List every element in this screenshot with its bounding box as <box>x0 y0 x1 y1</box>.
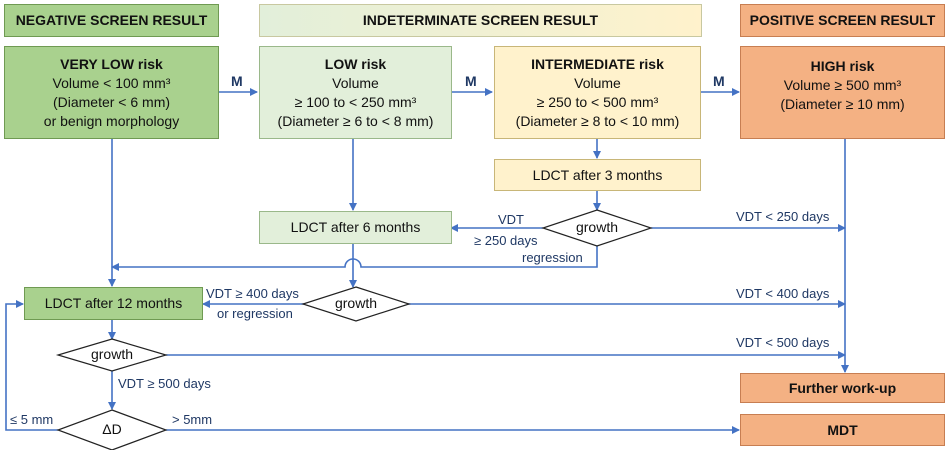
high-title: HIGH risk <box>810 58 875 74</box>
high-volume: Volume ≥ 500 mm³ <box>783 77 902 93</box>
intermediate-risk-box: INTERMEDIATE risk Volume ≥ 250 to < 500 … <box>494 46 701 139</box>
very-low-risk-box: VERY LOW risk Volume < 100 mm³ (Diameter… <box>4 46 219 139</box>
further-workup-box: Further work-up <box>740 373 945 403</box>
label-m3: M <box>713 73 725 89</box>
header-indeterminate: INDETERMINATE SCREEN RESULT <box>259 4 702 37</box>
header-positive-text: POSITIVE SCREEN RESULT <box>749 12 936 28</box>
ldct-6-months-box: LDCT after 6 months <box>259 211 452 244</box>
label-vdt-ge500: VDT ≥ 500 days <box>118 376 211 391</box>
further-workup-text: Further work-up <box>788 379 897 396</box>
mdt-box: MDT <box>740 414 945 446</box>
ldct-3-months-text: LDCT after 3 months <box>532 166 663 183</box>
label-m2: M <box>465 73 477 89</box>
ldct-12-months-text: LDCT after 12 months <box>44 295 183 311</box>
growth1-diamond <box>541 209 653 247</box>
ldct-6-months-text: LDCT after 6 months <box>290 219 421 235</box>
low-volume-range: ≥ 100 to < 250 mm³ <box>294 93 417 110</box>
intermediate-volume-range: ≥ 250 to < 500 mm³ <box>536 93 659 110</box>
arrow-deltad-to-ldct12 <box>5 300 58 431</box>
growth2-label: growth <box>334 295 378 311</box>
ldct-12-months-box: LDCT after 12 months <box>24 287 203 320</box>
ldct-3-months-box: LDCT after 3 months <box>494 159 701 191</box>
arrow-growth1-regression <box>111 246 598 271</box>
label-vdt-lt250: VDT < 250 days <box>736 209 830 224</box>
label-vdt-lt500: VDT < 500 days <box>736 335 830 350</box>
low-risk-box: LOW risk Volume ≥ 100 to < 250 mm³ (Diam… <box>259 46 452 139</box>
low-volume-label: Volume <box>332 74 379 91</box>
label-le5mm: ≤ 5 mm <box>10 412 54 427</box>
header-indeterminate-text: INDETERMINATE SCREEN RESULT <box>362 12 599 28</box>
growth2-diamond <box>301 286 411 322</box>
label-vdt-ge400-b: or regression <box>217 306 293 321</box>
label-regression: regression <box>522 250 583 265</box>
label-vdt-lt400: VDT < 400 days <box>736 286 830 301</box>
intermediate-diameter: (Diameter ≥ 8 to < 10 mm) <box>515 112 680 129</box>
deltad-label: ΔD <box>102 421 122 437</box>
intermediate-volume-label: Volume <box>574 74 621 91</box>
header-negative: NEGATIVE SCREEN RESULT <box>4 4 219 37</box>
label-vdt-ge250-a: VDT <box>498 212 524 227</box>
deltad-diamond <box>56 409 168 450</box>
low-title: LOW risk <box>324 55 387 72</box>
very-low-volume: Volume < 100 mm³ <box>52 74 171 91</box>
very-low-title: VERY LOW risk <box>60 55 163 72</box>
label-vdt-ge250-b: ≥ 250 days <box>474 233 538 248</box>
label-gt5mm: > 5mm <box>172 412 213 427</box>
very-low-diameter: (Diameter < 6 mm) <box>52 93 171 110</box>
growth1-label: growth <box>575 219 619 235</box>
low-diameter: (Diameter ≥ 6 to < 8 mm) <box>277 112 434 129</box>
growth3-label: growth <box>90 346 134 362</box>
growth3-diamond <box>55 338 169 372</box>
header-positive: POSITIVE SCREEN RESULT <box>740 4 945 37</box>
label-vdt-ge400-a: VDT ≥ 400 days <box>206 286 299 301</box>
mdt-text: MDT <box>827 421 858 438</box>
high-risk-box: HIGH risk Volume ≥ 500 mm³ (Diameter ≥ 1… <box>740 46 945 139</box>
intermediate-title: INTERMEDIATE risk <box>531 55 664 72</box>
header-negative-text: NEGATIVE SCREEN RESULT <box>15 12 208 28</box>
label-m1: M <box>231 73 243 89</box>
high-diameter: (Diameter ≥ 10 mm) <box>780 96 905 112</box>
very-low-morphology: or benign morphology <box>43 112 180 129</box>
